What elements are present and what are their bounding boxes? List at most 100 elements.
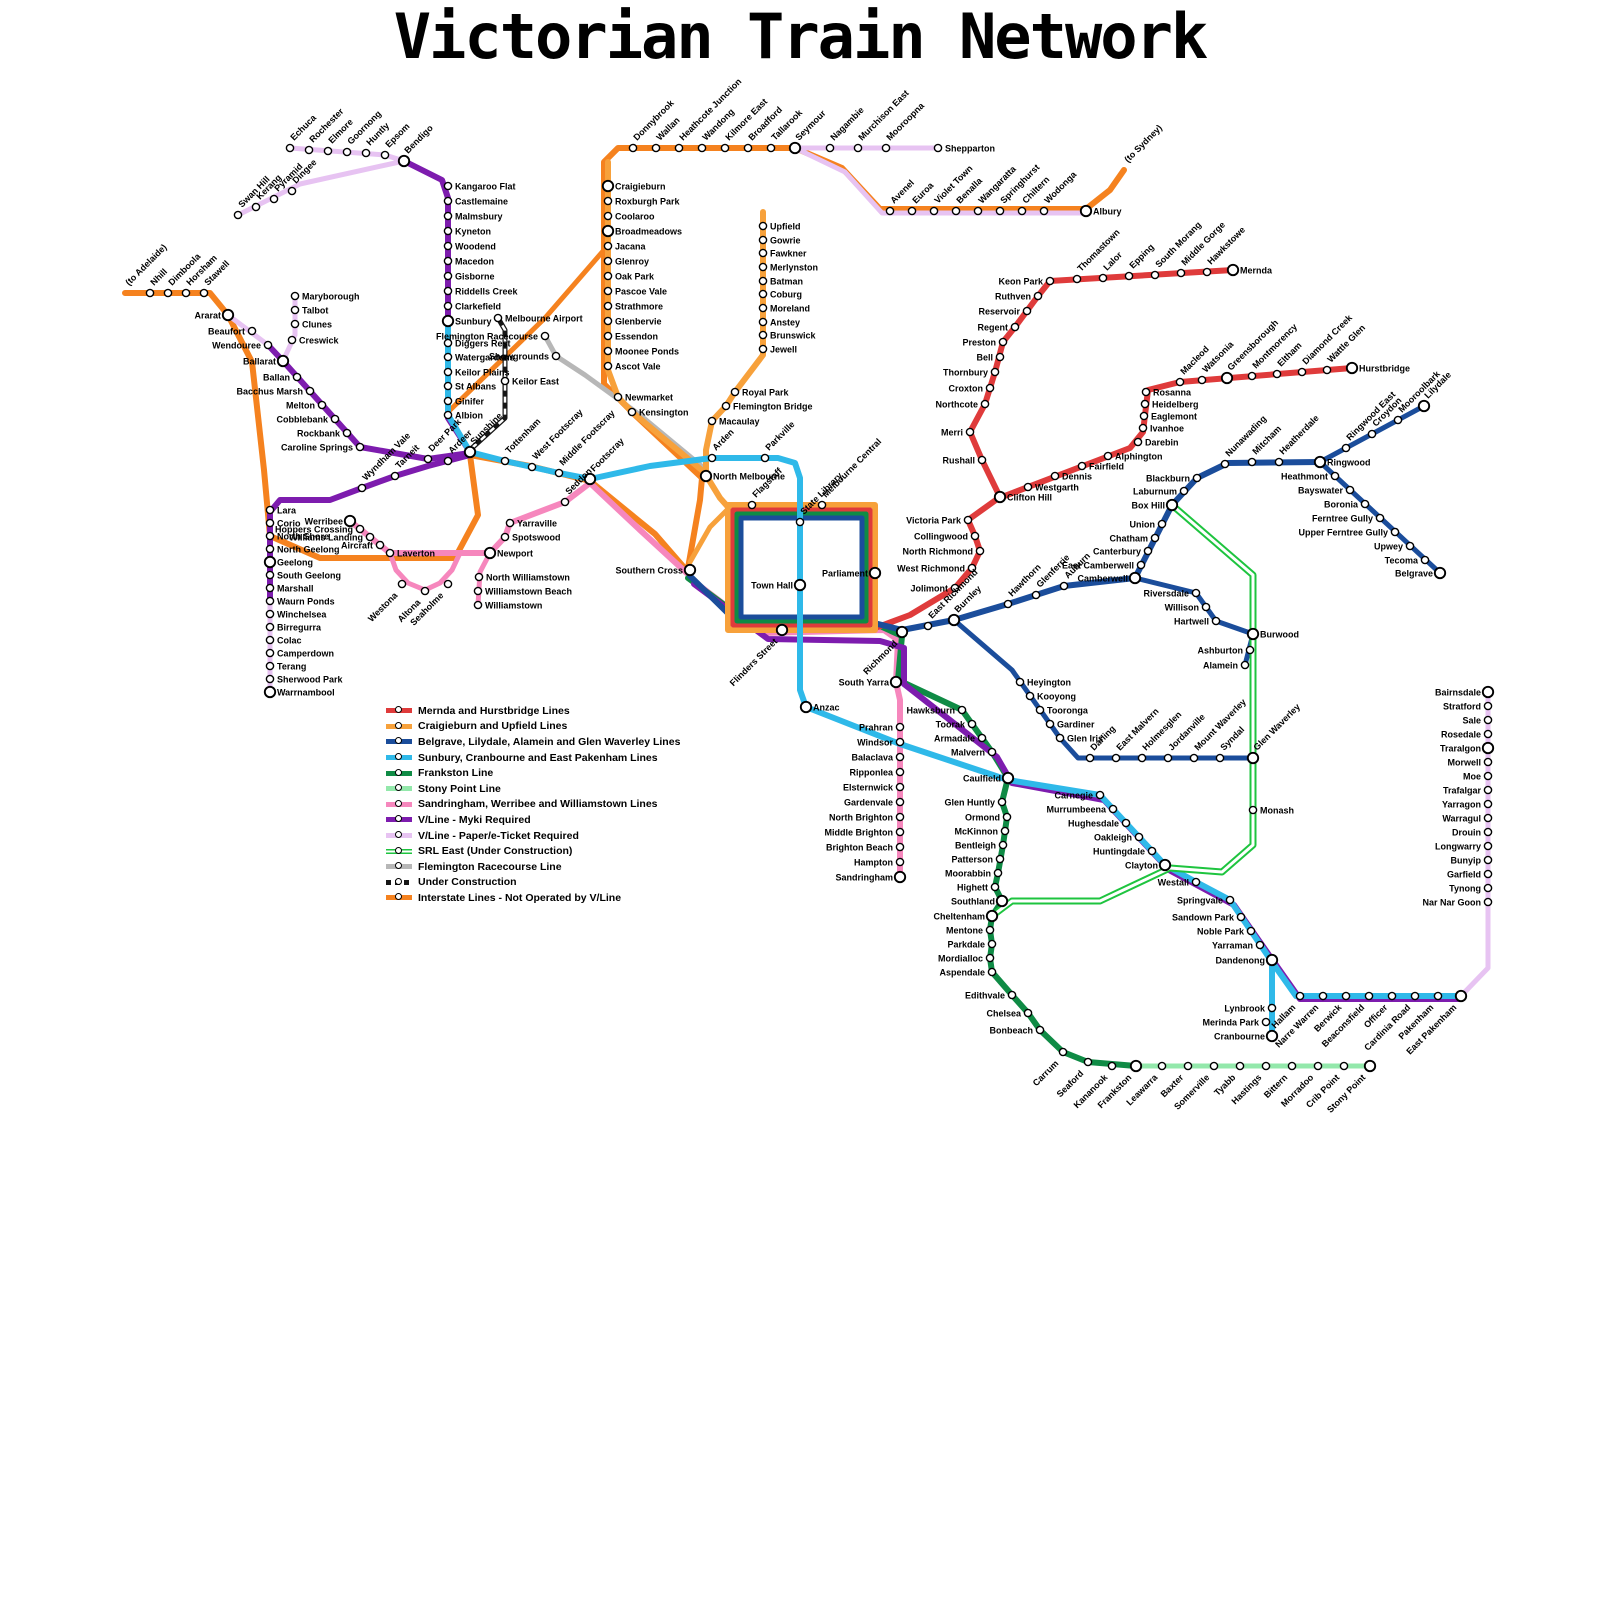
station-label-warrnambool: Warrnambool <box>277 688 335 698</box>
station-ballarat <box>276 354 290 368</box>
station-hoppers-crossing <box>355 524 365 534</box>
station-wattle-glen <box>1322 365 1332 375</box>
station-hawthorn <box>1003 599 1013 609</box>
legend-station-dot <box>395 831 402 839</box>
station-label-middle-brighton: Middle Brighton <box>825 828 894 838</box>
station-macaulay <box>707 416 717 426</box>
station-dandenong <box>1265 953 1279 967</box>
station-horsham <box>181 288 191 298</box>
station-hartwell <box>1211 616 1221 626</box>
station-label-hoppers-crossing: Hoppers Crossing <box>275 525 353 535</box>
station-rochester <box>304 145 314 155</box>
station-footscray <box>583 472 597 486</box>
station-middle-gorge <box>1176 268 1186 278</box>
line-werribee <box>347 480 693 579</box>
station-north-richmond <box>975 546 985 556</box>
station-fairfield <box>1077 461 1087 471</box>
station-label-parkville: Parkville <box>763 419 796 452</box>
station-ringwood <box>1313 455 1327 469</box>
station-ardeer <box>443 456 453 466</box>
station-label-gardenvale: Gardenvale <box>844 798 893 808</box>
station-label-broadmeadows: Broadmeadows <box>615 227 682 237</box>
station-highett <box>990 882 1000 892</box>
station-parkdale <box>987 939 997 949</box>
station-north-melbourne <box>699 469 713 483</box>
station-label-keilor-east: Keilor East <box>512 377 559 387</box>
station-label-heatherdale: Heatherdale <box>1277 413 1321 457</box>
legend-item-belgrave-lilydale-alamein-and-glen-waverley-lines: Belgrave, Lilydale, Alamein and Glen Wav… <box>386 734 680 750</box>
station-broadford <box>743 143 753 153</box>
station-winchelsea <box>265 609 275 619</box>
station-label-riversdale: Riversdale <box>1143 589 1189 599</box>
station-victoria-park <box>963 515 973 525</box>
station-label-aspendale: Aspendale <box>939 968 985 978</box>
station-dingee <box>287 186 297 196</box>
station-label-st-albans: St Albans <box>455 382 496 392</box>
station-albion <box>443 410 453 420</box>
station-sunshine <box>463 445 477 459</box>
station-label-town-hall: Town Hall <box>751 581 793 591</box>
station-williams-landing <box>365 532 375 542</box>
station-gardiner <box>1045 719 1055 729</box>
station-albury <box>1079 204 1093 218</box>
station-huntingdale <box>1147 846 1157 856</box>
legend-label: Stony Point Line <box>418 782 501 795</box>
station-middle-footscray <box>554 468 564 478</box>
station-heathcote-junction <box>674 143 684 153</box>
station-label-riddells-creek: Riddells Creek <box>455 287 519 297</box>
station-bayswater <box>1345 485 1355 495</box>
station-label-arden: Arden <box>710 427 735 452</box>
station-label-morwell: Morwell <box>1447 758 1481 768</box>
station-label-tecoma: Tecoma <box>1385 556 1419 566</box>
station-lara <box>265 505 275 515</box>
station-label-east-camberwell: East Camberwell <box>1062 561 1134 571</box>
station-label-west-richmond: West Richmond <box>897 564 965 574</box>
station-hughesdale <box>1121 818 1131 828</box>
station-mount-waverley <box>1189 753 1199 763</box>
station-label-northcote: Northcote <box>936 400 979 410</box>
station-label-longwarry: Longwarry <box>1435 842 1481 852</box>
station-malmsbury <box>443 211 453 221</box>
line-vline-seymour-albury <box>792 145 1089 216</box>
station-label-flemington-bridge: Flemington Bridge <box>733 402 813 412</box>
station-wangaratta <box>973 206 983 216</box>
station-label-glenroy: Glenroy <box>615 257 649 267</box>
station-label-southland: Southland <box>951 897 995 907</box>
station-label-glen-iris: Glen Iris <box>1067 734 1103 744</box>
station-label-lara: Lara <box>277 506 297 516</box>
station-baxter <box>1183 1061 1193 1071</box>
station-southern-cross <box>683 563 697 577</box>
station-warragul <box>1483 813 1493 823</box>
station-regent <box>1010 322 1020 332</box>
station-kooyong <box>1025 691 1035 701</box>
station-kyneton <box>443 226 453 236</box>
station-seaford <box>1083 1057 1093 1067</box>
station-hallam <box>1295 991 1305 1001</box>
station-label-burwood: Burwood <box>1260 630 1299 640</box>
station-upfield <box>758 221 768 231</box>
station-hampton <box>895 857 905 867</box>
station-label-melbourne-central: Melbourne Central <box>820 436 883 499</box>
station-label-darebin: Darebin <box>1145 438 1179 448</box>
station-label-ripponlea: Ripponlea <box>849 768 893 778</box>
station-crib-point <box>1339 1061 1349 1071</box>
station-keilor-east <box>500 376 510 386</box>
station-waurn-ponds <box>265 596 275 606</box>
station-stratford <box>1483 701 1493 711</box>
station-label-ringwood: Ringwood <box>1327 458 1371 468</box>
station-label-heidelberg: Heidelberg <box>1152 400 1199 410</box>
station-east-pakenham <box>1454 989 1468 1003</box>
station-violet-town <box>929 206 939 216</box>
legend-swatch-12 <box>386 893 412 901</box>
station-blackburn <box>1192 473 1202 483</box>
station-label-highett: Highett <box>957 883 988 893</box>
station-oakleigh <box>1134 832 1144 842</box>
station-diggers-rest <box>443 338 453 348</box>
station-moreland <box>758 303 768 313</box>
station-hurstbridge <box>1345 361 1359 375</box>
station-collingwood <box>970 531 980 541</box>
station-label-to-sydney: (to Sydney) <box>1122 123 1164 165</box>
station-watergardens <box>443 352 453 362</box>
station-label-regent: Regent <box>977 323 1008 333</box>
